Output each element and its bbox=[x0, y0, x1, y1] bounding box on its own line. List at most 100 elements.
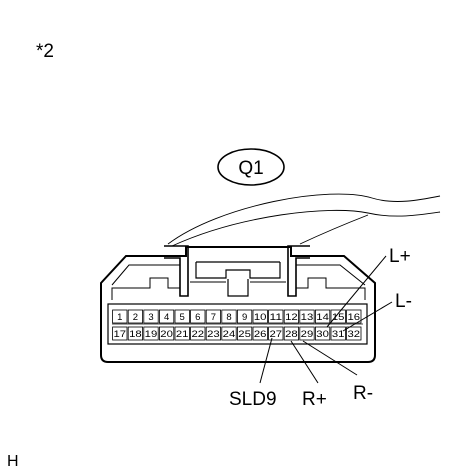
pin-20: 20 bbox=[158, 326, 175, 341]
pin-number: 27 bbox=[270, 329, 283, 340]
pin-25: 25 bbox=[236, 326, 253, 341]
pin-18: 18 bbox=[127, 326, 143, 341]
pin-9: 9 bbox=[236, 309, 253, 324]
pin-number: 26 bbox=[254, 329, 267, 340]
leader-l-plus bbox=[326, 255, 387, 328]
note-label: *2 bbox=[36, 41, 54, 62]
pin-number: 15 bbox=[332, 312, 345, 323]
pin-cavity bbox=[127, 326, 143, 341]
pin-number: 31 bbox=[332, 329, 345, 340]
pin-cavity bbox=[314, 309, 331, 324]
pin-22: 22 bbox=[190, 326, 206, 341]
pin-cavity bbox=[330, 326, 346, 341]
pin-cavity bbox=[268, 309, 284, 324]
pin-10: 10 bbox=[252, 309, 268, 324]
pin-number: 32 bbox=[348, 329, 361, 340]
pin-number: 6 bbox=[195, 312, 200, 323]
pin-2: 2 bbox=[127, 309, 143, 324]
pin-cavity bbox=[252, 326, 268, 341]
pin-number: 12 bbox=[285, 312, 298, 323]
pin-cavity bbox=[221, 326, 237, 341]
pin-number: 16 bbox=[348, 312, 361, 323]
label-l-plus: L+ bbox=[389, 246, 411, 267]
pin-number: 24 bbox=[223, 329, 236, 340]
pin-number: 19 bbox=[145, 329, 158, 340]
pin-32: 32 bbox=[346, 326, 362, 341]
pin-5: 5 bbox=[174, 309, 190, 324]
pin-number: 10 bbox=[254, 312, 267, 323]
pin-14: 14 bbox=[314, 309, 331, 324]
pin-12: 12 bbox=[283, 309, 300, 324]
pin-number: 13 bbox=[301, 312, 314, 323]
pin-number: 5 bbox=[180, 312, 185, 323]
pin-number: 18 bbox=[129, 329, 142, 340]
pin-number: 1 bbox=[117, 312, 122, 323]
pin-cavity bbox=[283, 326, 300, 341]
pin-13: 13 bbox=[299, 309, 315, 324]
pin-4: 4 bbox=[158, 309, 175, 324]
pin-number: 8 bbox=[226, 312, 231, 323]
label-sld9: SLD9 bbox=[229, 389, 277, 410]
pin-3: 3 bbox=[143, 309, 159, 324]
leader-l-minus bbox=[342, 301, 393, 332]
pin-cavity bbox=[330, 309, 346, 324]
connector-id-badge: Q1 bbox=[217, 148, 285, 186]
pin-8: 8 bbox=[221, 309, 237, 324]
pin-17: 17 bbox=[112, 326, 128, 341]
pin-cavity bbox=[268, 326, 284, 341]
connector-id-oval bbox=[217, 148, 285, 186]
pin-30: 30 bbox=[314, 326, 331, 341]
pin-number: 7 bbox=[211, 312, 216, 323]
pin-15: 15 bbox=[330, 309, 346, 324]
pin-cavity bbox=[299, 326, 315, 341]
pin-28: 28 bbox=[283, 326, 300, 341]
pin-number: 17 bbox=[114, 329, 127, 340]
pin-cavity bbox=[112, 309, 128, 324]
pin-cavity bbox=[112, 326, 128, 341]
pin-number: 21 bbox=[176, 329, 189, 340]
pin-cavity bbox=[236, 309, 253, 324]
pin-26: 26 bbox=[252, 326, 268, 341]
pin-29: 29 bbox=[299, 326, 315, 341]
footer-label: H bbox=[7, 453, 19, 470]
pin-number: 3 bbox=[148, 312, 153, 323]
pin-number: 4 bbox=[164, 312, 169, 323]
pin-number: 25 bbox=[238, 329, 251, 340]
pin-number: 28 bbox=[285, 329, 298, 340]
pin-number: 2 bbox=[133, 312, 138, 323]
pin-number: 30 bbox=[316, 329, 329, 340]
leader-r-minus bbox=[302, 340, 358, 376]
pin-cavity bbox=[346, 326, 362, 341]
harness-wires bbox=[167, 193, 441, 247]
pin-11: 11 bbox=[268, 309, 284, 324]
callout-leaders bbox=[259, 255, 393, 384]
pin-cavity bbox=[143, 309, 159, 324]
pin-cavity bbox=[205, 326, 221, 341]
pin-number: 11 bbox=[270, 312, 283, 323]
pin-number: 14 bbox=[316, 312, 329, 323]
pin-number: 23 bbox=[207, 329, 220, 340]
pin-cavity bbox=[205, 309, 221, 324]
pin-number: 22 bbox=[192, 329, 205, 340]
pin-21: 21 bbox=[174, 326, 190, 341]
pin-cavity bbox=[158, 326, 175, 341]
leader-sld9 bbox=[259, 337, 273, 384]
label-l-minus: L- bbox=[395, 291, 412, 312]
connector-housing bbox=[100, 245, 376, 363]
pin-7: 7 bbox=[205, 309, 221, 324]
pin-cavity bbox=[174, 326, 190, 341]
pin-16: 16 bbox=[346, 309, 362, 324]
pin-cavity bbox=[190, 326, 206, 341]
pin-19: 19 bbox=[143, 326, 159, 341]
pin-cavity bbox=[236, 326, 253, 341]
pin-cavity bbox=[158, 309, 175, 324]
pin-number: 29 bbox=[301, 329, 314, 340]
pin-27: 27 bbox=[268, 326, 284, 341]
pin-23: 23 bbox=[205, 326, 221, 341]
pin-24: 24 bbox=[221, 326, 237, 341]
pin-cavity bbox=[299, 309, 315, 324]
pin-cavity bbox=[252, 309, 268, 324]
pin-cavity bbox=[174, 309, 190, 324]
